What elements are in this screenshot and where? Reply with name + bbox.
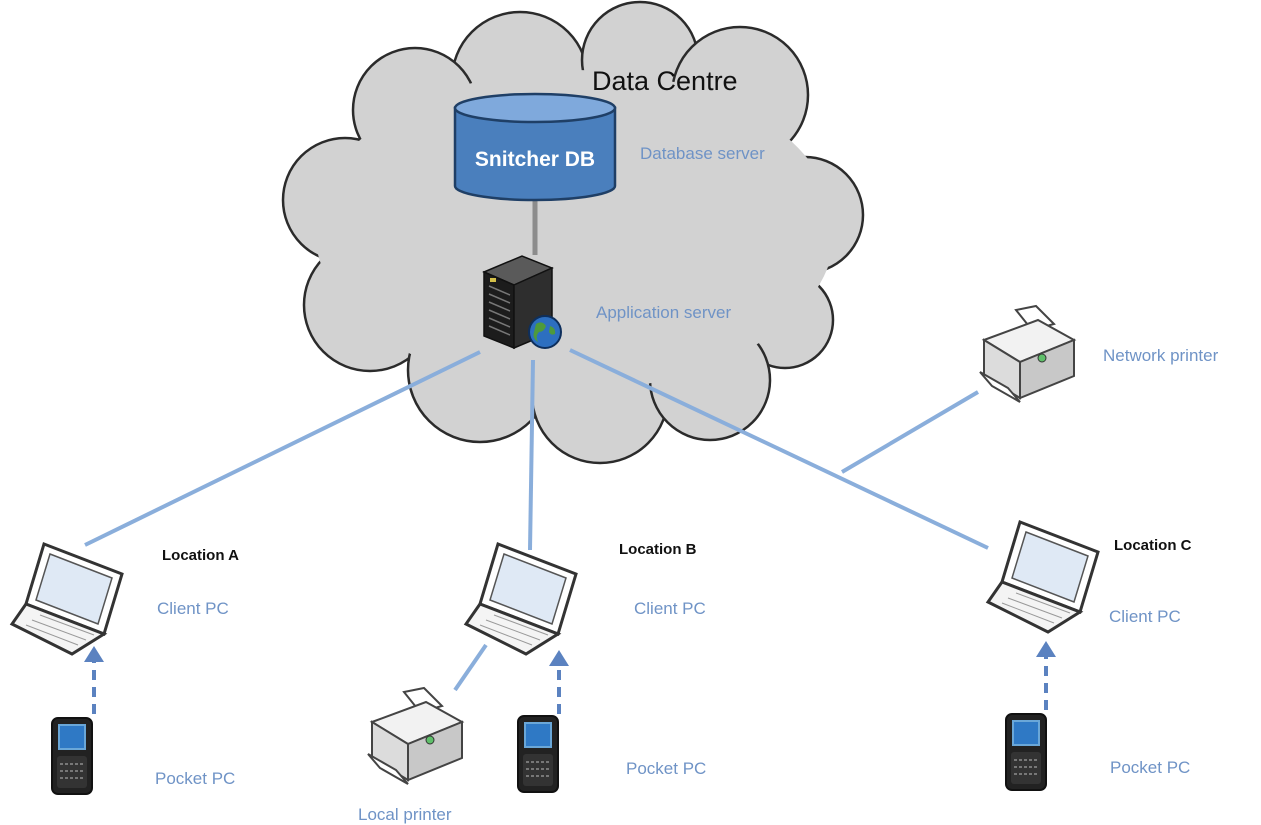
sync-arrows: [84, 641, 1056, 714]
laptop-icon-location-b: [464, 542, 578, 656]
globe-icon: [528, 315, 562, 349]
laptop-icon-location-c: [986, 520, 1100, 634]
cloud-label: Data Centre: [592, 66, 738, 96]
network-links: [84, 200, 989, 692]
application-server-icon: [482, 255, 554, 350]
link-server-location-a: [84, 350, 481, 547]
link-server-location-b: [528, 359, 535, 551]
client-pc-label-c: Client PC: [1109, 607, 1181, 626]
sync-arrow-c: [1036, 641, 1056, 710]
database-server-label: Database server: [640, 144, 765, 163]
pocket-pc-icon-location-a: [51, 717, 93, 795]
client-pc-label-b: Client PC: [634, 599, 706, 618]
pocket-pc-label-c: Pocket PC: [1110, 758, 1190, 777]
pocket-pc-label-a: Pocket PC: [155, 769, 235, 788]
sync-arrow-a: [84, 646, 104, 714]
local-printer-icon: [367, 687, 463, 785]
data-centre-cloud: [281, 0, 865, 465]
application-server-label: Application server: [596, 303, 731, 322]
link-network-printer: [840, 390, 980, 474]
link-server-location-c: [569, 348, 989, 550]
database-icon: [453, 92, 617, 202]
pocket-pc-icon-location-b: [517, 715, 559, 793]
client-pc-label-a: Client PC: [157, 599, 229, 618]
link-laptop-b-local-printer: [453, 643, 488, 692]
local-printer-label: Local printer: [358, 805, 452, 824]
database-title: Snitcher DB: [475, 148, 595, 171]
network-printer-label: Network printer: [1103, 346, 1219, 365]
location-b-label: Location B: [619, 541, 697, 558]
location-a-label: Location A: [162, 547, 239, 564]
pocket-pc-icon-location-c: [1005, 713, 1047, 791]
laptop-icon-location-a: [10, 542, 124, 656]
network-printer-icon: [979, 305, 1075, 403]
location-c-label: Location C: [1114, 537, 1192, 554]
pocket-pc-label-b: Pocket PC: [626, 759, 706, 778]
sync-arrow-b: [549, 650, 569, 714]
